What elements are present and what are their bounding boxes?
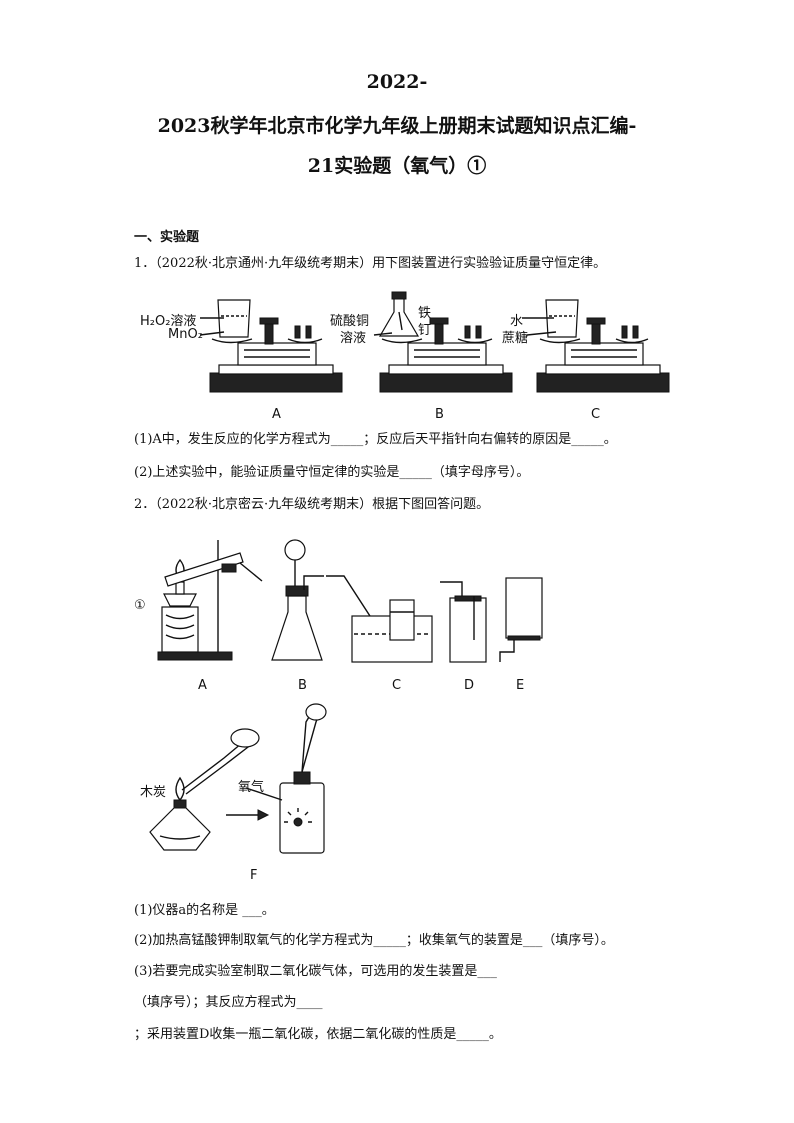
label-iron-2: 钉 [418,323,432,338]
label-charcoal: 木炭 [140,785,167,800]
question-2-part-3c: ；采用装置D收集一瓶二氧化碳，依据二氧化碳的性质是_____。 [134,1027,502,1042]
label-mno2: MnO₂ [168,327,203,342]
balance-c [536,299,670,393]
caption-b: B [435,407,444,422]
label-iron-1: 铁 [418,306,432,321]
caption-d2: D [464,678,475,693]
section-heading: 一、实验题 [134,230,200,245]
alcohol-lamp-with-tongs [149,728,260,851]
question-1-stem: 1．（2022秋·北京通州·九年级统考期末）用下图装置进行实验验证质量守恒定律。 [134,256,607,271]
label-h2o2-solution: H₂O₂溶液 [140,314,197,329]
caption-f: F [250,868,258,883]
apparatus-e [499,577,543,662]
title-line-2: 2023秋学年北京市化学九年级上册期末试题知识点汇编- [157,115,637,137]
title-line-1: 2022- [366,71,428,93]
question-2-stem: 2．（2022秋·北京密云·九年级统考期末）根据下图回答问题。 [134,497,490,512]
label-water: 水 [510,314,524,329]
caption-a: A [272,407,281,422]
label-copper-sulfate: 硫酸铜 [330,314,370,329]
caption-c: C [591,407,601,422]
question-1-part-2: (2)上述实验中，能验证质量守恒定律的实验是_____（填字母序号）。 [134,465,530,480]
balance-a [209,299,343,393]
oxygen-bottle [279,703,327,854]
caption-c2: C [392,678,402,693]
title-line-3: 21实验题（氧气）① [307,155,487,177]
marker-circle-1: ① [134,598,146,613]
caption-a2: A [198,678,207,693]
question-1-part-1: (1)A中，发生反应的化学方程式为_____；反应后天平指针向右偏转的原因是__… [134,432,617,447]
apparatus-d [440,581,487,663]
caption-b2: B [298,678,307,693]
apparatus-c [326,575,433,663]
apparatus-a [157,540,263,661]
question-2-part-2: (2)加热高锰酸钾制取氧气的化学方程式为_____；收集氧气的装置是___（填序… [134,933,614,948]
label-sucrose: 蔗糖 [502,331,529,346]
apparatus-b [271,539,324,661]
label-oxygen: 氧气 [238,780,265,795]
balance-b [378,291,513,393]
label-solution: 溶液 [340,331,367,346]
question-2-part-1: (1)仪器a的名称是 ___。 [134,903,275,918]
caption-e2: E [516,678,525,693]
question-2-part-3a: (3)若要完成实验室制取二氧化碳气体，可选用的发生装置是___ [134,964,497,979]
question-2-part-3b: （填序号）；其反应方程式为____ [134,995,323,1010]
arrow-head [257,809,270,821]
